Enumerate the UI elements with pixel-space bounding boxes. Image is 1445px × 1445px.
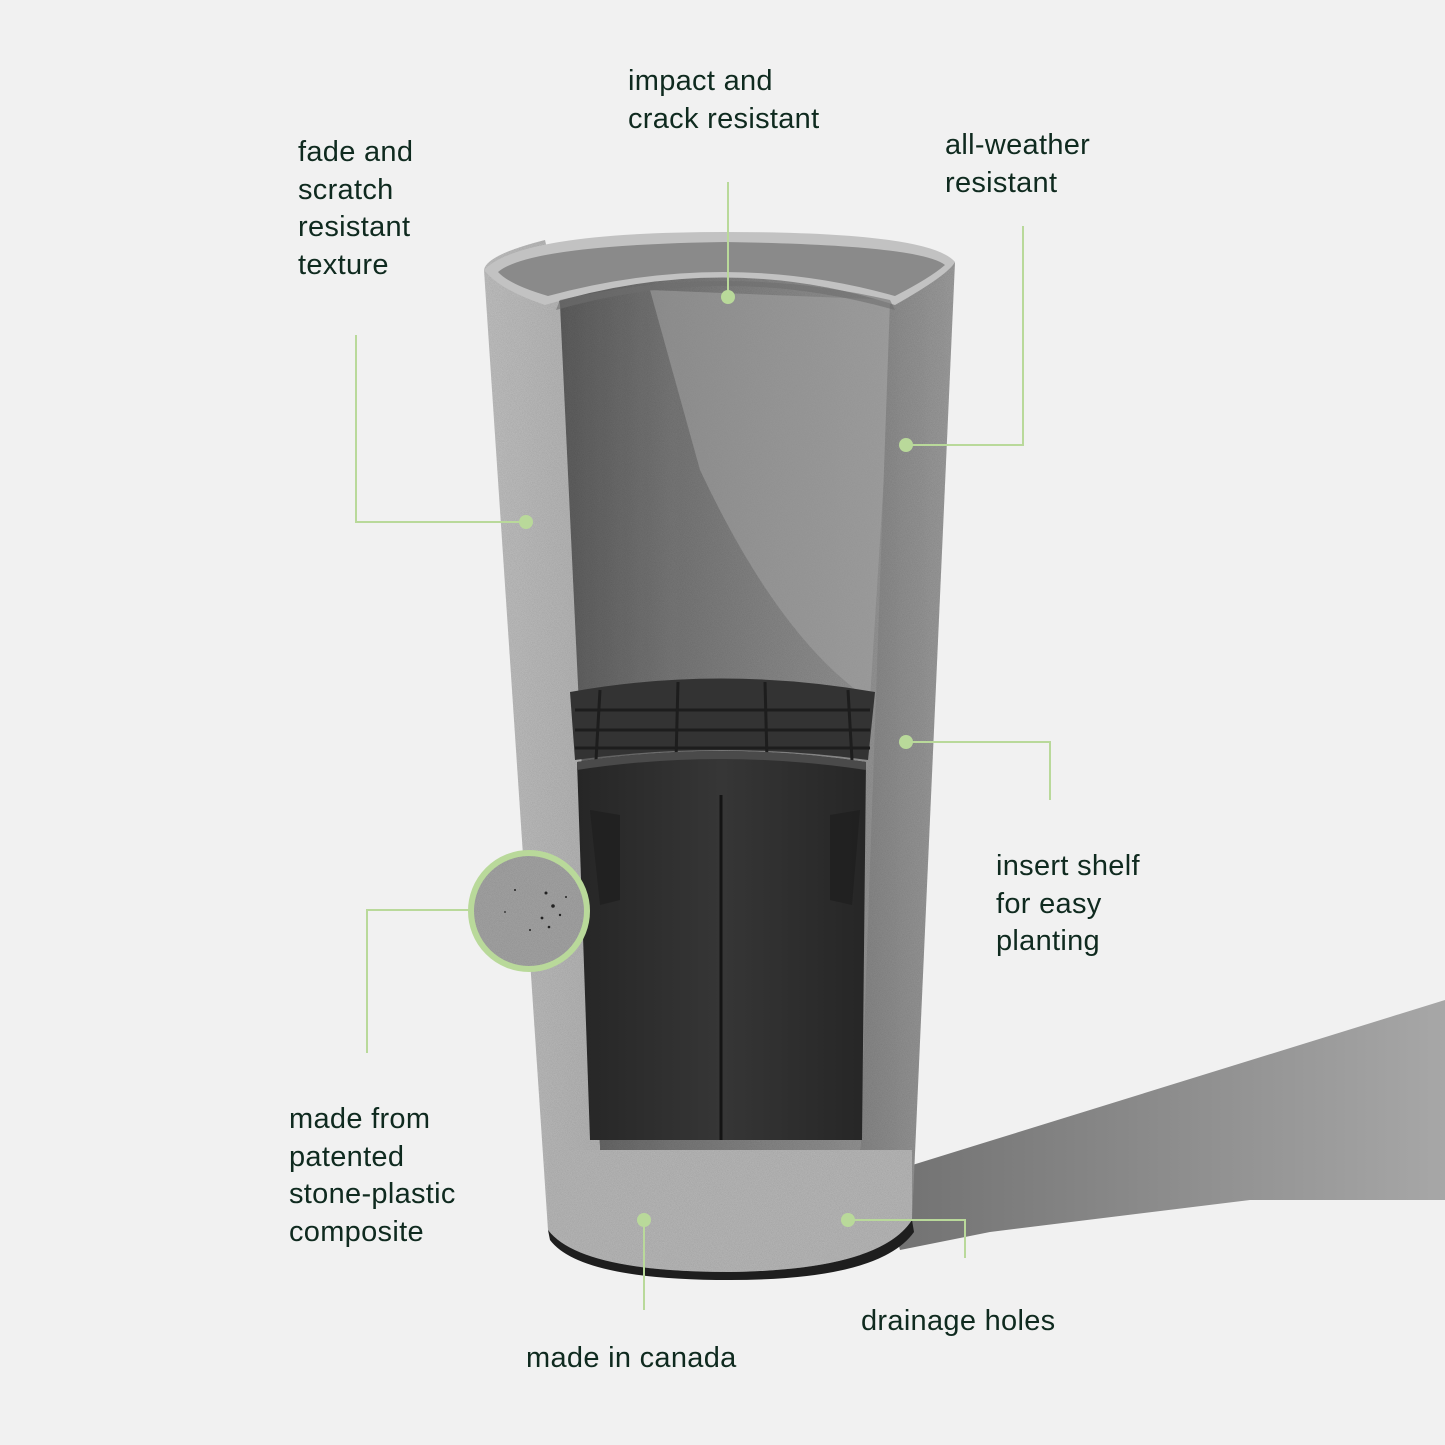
dot-drainage [841,1213,855,1227]
dot-insert [899,735,913,749]
feature-fade-scratch: fade and scratch resistant texture [298,134,413,284]
texture-closeup-circle [468,850,590,972]
label-line: fade and [298,136,414,168]
dot-weather [899,438,913,452]
label-line: patented [289,1140,405,1173]
label-line: scratch [298,173,394,206]
label-line: planting [996,925,1100,957]
label-line: texture [298,248,389,281]
label-line: all-weather [945,129,1091,161]
cast-shadow [880,1000,1445,1250]
label-line: composite [289,1215,424,1248]
pot-base [548,1150,912,1272]
callout-lines [355,182,1051,1310]
pot-wall-right [860,262,955,1262]
insert-shelf [570,678,875,1140]
label-line: impact and [628,65,773,97]
label-line: resistant [945,166,1058,199]
feature-impact-crack: impact and crack resistant [628,63,819,138]
feature-all-weather: all-weather resistant [945,127,1090,202]
label-line: for easy [996,887,1102,920]
label-line: insert shelf [996,850,1140,882]
feature-stone-plastic: made from patented stone-plastic composi… [289,1101,456,1251]
label-line: stone-plastic [289,1178,456,1210]
label-line: made from [289,1103,431,1135]
dot-impact [721,290,735,304]
label-line: drainage holes [861,1305,1056,1337]
callout-dots [519,290,913,1227]
label-line: resistant [298,211,411,243]
feature-drainage-holes: drainage holes [861,1303,1055,1341]
label-line: made in canada [526,1342,737,1374]
feature-made-in-canada: made in canada [526,1340,737,1378]
dot-fade [519,515,533,529]
pot-wall-left [484,240,650,1268]
label-line: crack resistant [628,102,820,135]
dot-canada [637,1213,651,1227]
feature-insert-shelf: insert shelf for easy planting [996,848,1140,961]
